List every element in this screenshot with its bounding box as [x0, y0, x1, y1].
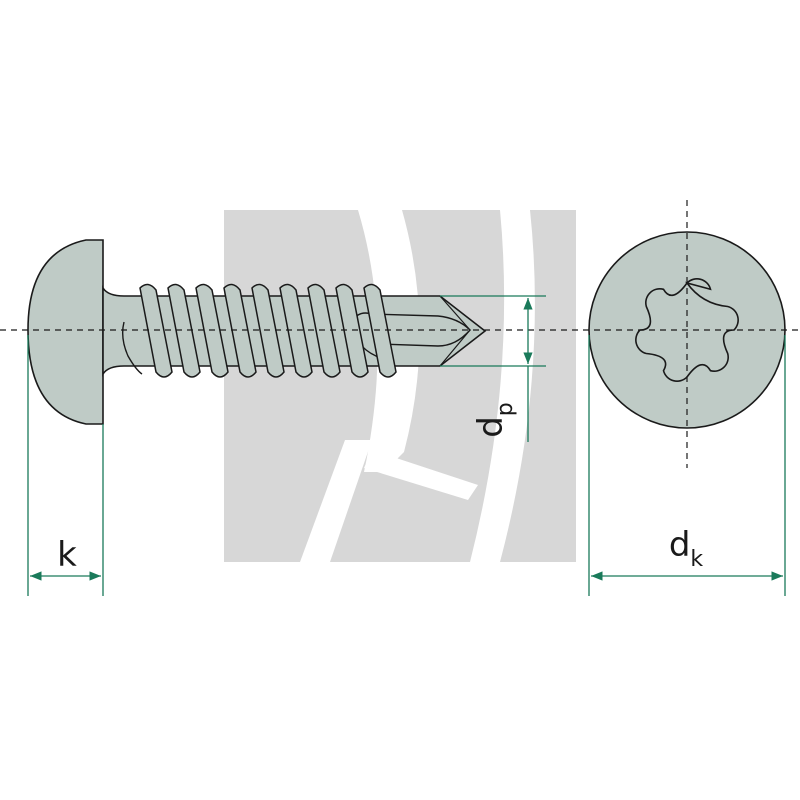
brand-watermark-icon: [224, 210, 576, 562]
dimension-dp: [440, 295, 546, 442]
dimension-dk: [588, 335, 786, 596]
thread-crest: [251, 283, 285, 378]
thread-crest: [307, 283, 341, 378]
dimension-k: [27, 335, 104, 596]
thread-crest: [223, 283, 257, 378]
thread-crest: [167, 283, 201, 378]
center-lines: [0, 200, 800, 468]
thread-crest: [363, 283, 397, 378]
screw-thread: [139, 283, 397, 378]
thread-crest: [195, 283, 229, 378]
screw-head: [27, 239, 104, 425]
screw-side-view: [27, 239, 487, 425]
thread-crest: [279, 283, 313, 378]
svg-text:dp: dp: [471, 402, 518, 438]
thread-crest: [139, 283, 173, 378]
thread-crest: [335, 283, 369, 378]
dimension-label-dp: dp: [471, 402, 518, 438]
dimension-label-k: k: [57, 535, 77, 575]
dimension-label-dk: dk: [669, 525, 704, 572]
